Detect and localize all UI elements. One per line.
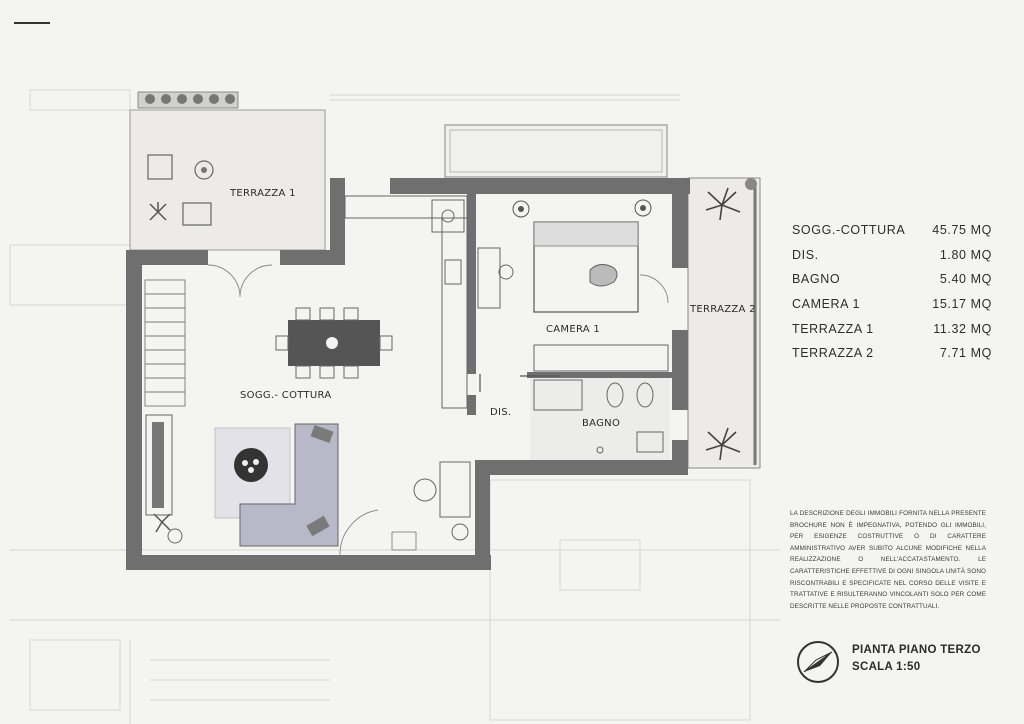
area-name: SOGG.-COTTURA — [792, 223, 906, 238]
room-label-terrazza1: TERRAZZA 1 — [229, 188, 296, 199]
compass-icon — [797, 641, 839, 683]
coffee-table — [234, 448, 268, 482]
nightstand-lamp — [634, 199, 652, 217]
disclaimer-text: La descrizione degli immobili fornita ne… — [790, 510, 986, 610]
wardrobe — [533, 344, 669, 372]
bedroom-desk — [477, 247, 501, 309]
toilet — [636, 382, 654, 408]
area-name: CAMERA 1 — [792, 297, 861, 312]
armchair — [147, 154, 173, 180]
armchair — [182, 202, 212, 226]
area-name: TERRAZZA 2 — [792, 346, 874, 361]
exterior-walls — [126, 178, 690, 570]
room-label-terrazza2: TERRAZZA 2 — [689, 304, 756, 315]
upper-balcony — [444, 124, 668, 178]
area-row: SOGG.-COTTURA 45.75 MQ — [792, 218, 992, 243]
area-row: DIS. 1.80 MQ — [792, 243, 992, 268]
area-row: BAGNO 5.40 MQ — [792, 267, 992, 292]
sink — [636, 431, 664, 453]
nightstand-lamp — [512, 200, 530, 218]
room-label-soggiorno: SOGG.- COTTURA — [240, 390, 331, 401]
round-table — [194, 160, 214, 180]
interior-walls — [467, 194, 677, 415]
area-value: 7.71 MQ — [939, 346, 992, 361]
area-value: 45.75 MQ — [932, 223, 992, 238]
plant-icon — [153, 513, 171, 533]
plan-title: PIANTA PIANO TERZO SCALA 1:50 — [852, 642, 981, 676]
room-label-bagno: BAGNO — [582, 418, 620, 429]
dining-chairs — [275, 307, 393, 379]
area-row: TERRAZZA 2 7.71 MQ — [792, 341, 992, 366]
plan-title-scale: SCALA 1:50 — [852, 661, 921, 673]
staircase — [144, 279, 186, 407]
area-value: 15.17 MQ — [932, 297, 992, 312]
plant-icon — [149, 202, 167, 221]
area-name: DIS. — [792, 247, 819, 262]
terrace-1-planters — [137, 91, 239, 109]
tv-cabinet — [145, 414, 173, 516]
bathtub — [533, 379, 583, 411]
corner-mark — [14, 22, 50, 24]
bidet — [606, 382, 624, 408]
plant-icon — [705, 427, 741, 461]
sofa-icon — [239, 423, 339, 547]
desk — [439, 461, 471, 518]
terrace-2-floor — [687, 177, 761, 469]
chair — [413, 478, 437, 502]
plan-title-name: PIANTA PIANO TERZO — [852, 644, 981, 656]
plant-icon — [705, 187, 741, 221]
area-value: 5.40 MQ — [939, 272, 992, 287]
floor-plan: TERRAZZA 1 TERRAZZA 2 — [9, 89, 780, 724]
room-label-camera1: CAMERA 1 — [546, 324, 600, 335]
terrace-1-floor — [129, 109, 326, 251]
door-swings — [207, 264, 669, 556]
room-label-dis: DIS. — [490, 407, 511, 418]
kitchen-counter — [344, 195, 468, 409]
area-value: 1.80 MQ — [939, 247, 992, 262]
area-name: BAGNO — [792, 272, 841, 287]
area-row: CAMERA 1 15.17 MQ — [792, 292, 992, 317]
area-name: TERRAZZA 1 — [792, 321, 874, 336]
area-row: TERRAZZA 1 11.32 MQ — [792, 316, 992, 341]
area-value: 11.32 MQ — [933, 321, 992, 336]
bathroom-floor — [530, 378, 670, 460]
area-table: SOGG.-COTTURA 45.75 MQ DIS. 1.80 MQ BAGN… — [792, 218, 992, 366]
